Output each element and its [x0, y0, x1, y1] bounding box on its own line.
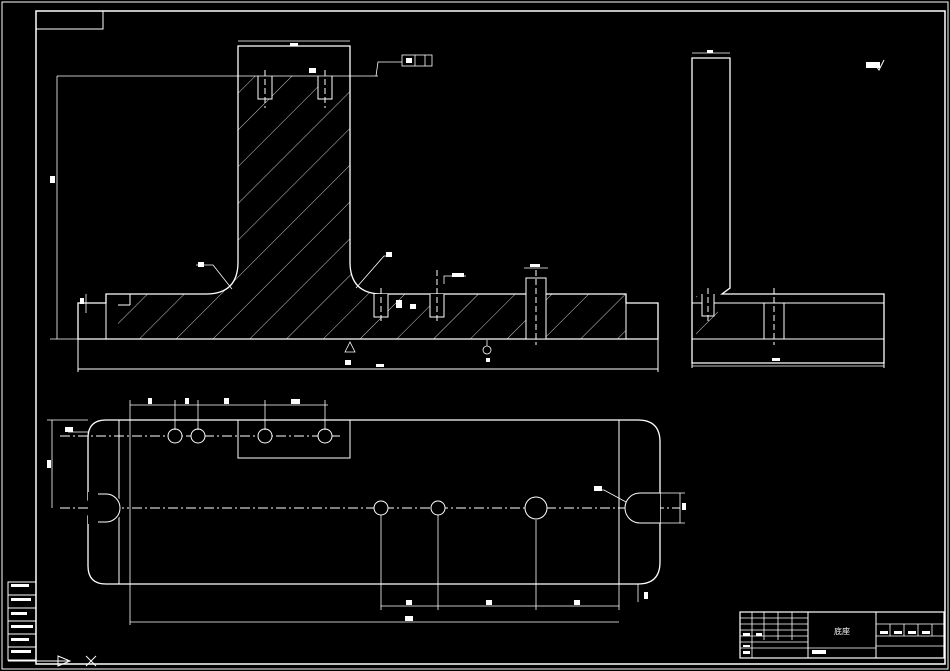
- plan-outline: [87, 419, 661, 585]
- side-view-outline: [691, 57, 885, 364]
- title-block-part-name: 底座: [834, 626, 850, 636]
- top-plan-view: [47, 398, 686, 625]
- front-dimension-texts: [50, 43, 540, 367]
- tapped-holes-base: [373, 270, 547, 345]
- front-section-view: [50, 40, 659, 372]
- plan-holes: [167, 428, 548, 520]
- plan-dimension-texts: [47, 398, 686, 621]
- section-hatch-area: [118, 76, 626, 339]
- title-block: 底座: [739, 611, 945, 659]
- sheet-margin-stamps: [11, 584, 33, 653]
- side-view: [691, 50, 885, 368]
- plan-dimension-lines: [47, 400, 685, 625]
- tapped-holes-top: [257, 70, 333, 108]
- side-dimension-texts: [707, 50, 780, 361]
- origin-marker: [8, 655, 97, 667]
- roughness-symbol: [866, 59, 885, 71]
